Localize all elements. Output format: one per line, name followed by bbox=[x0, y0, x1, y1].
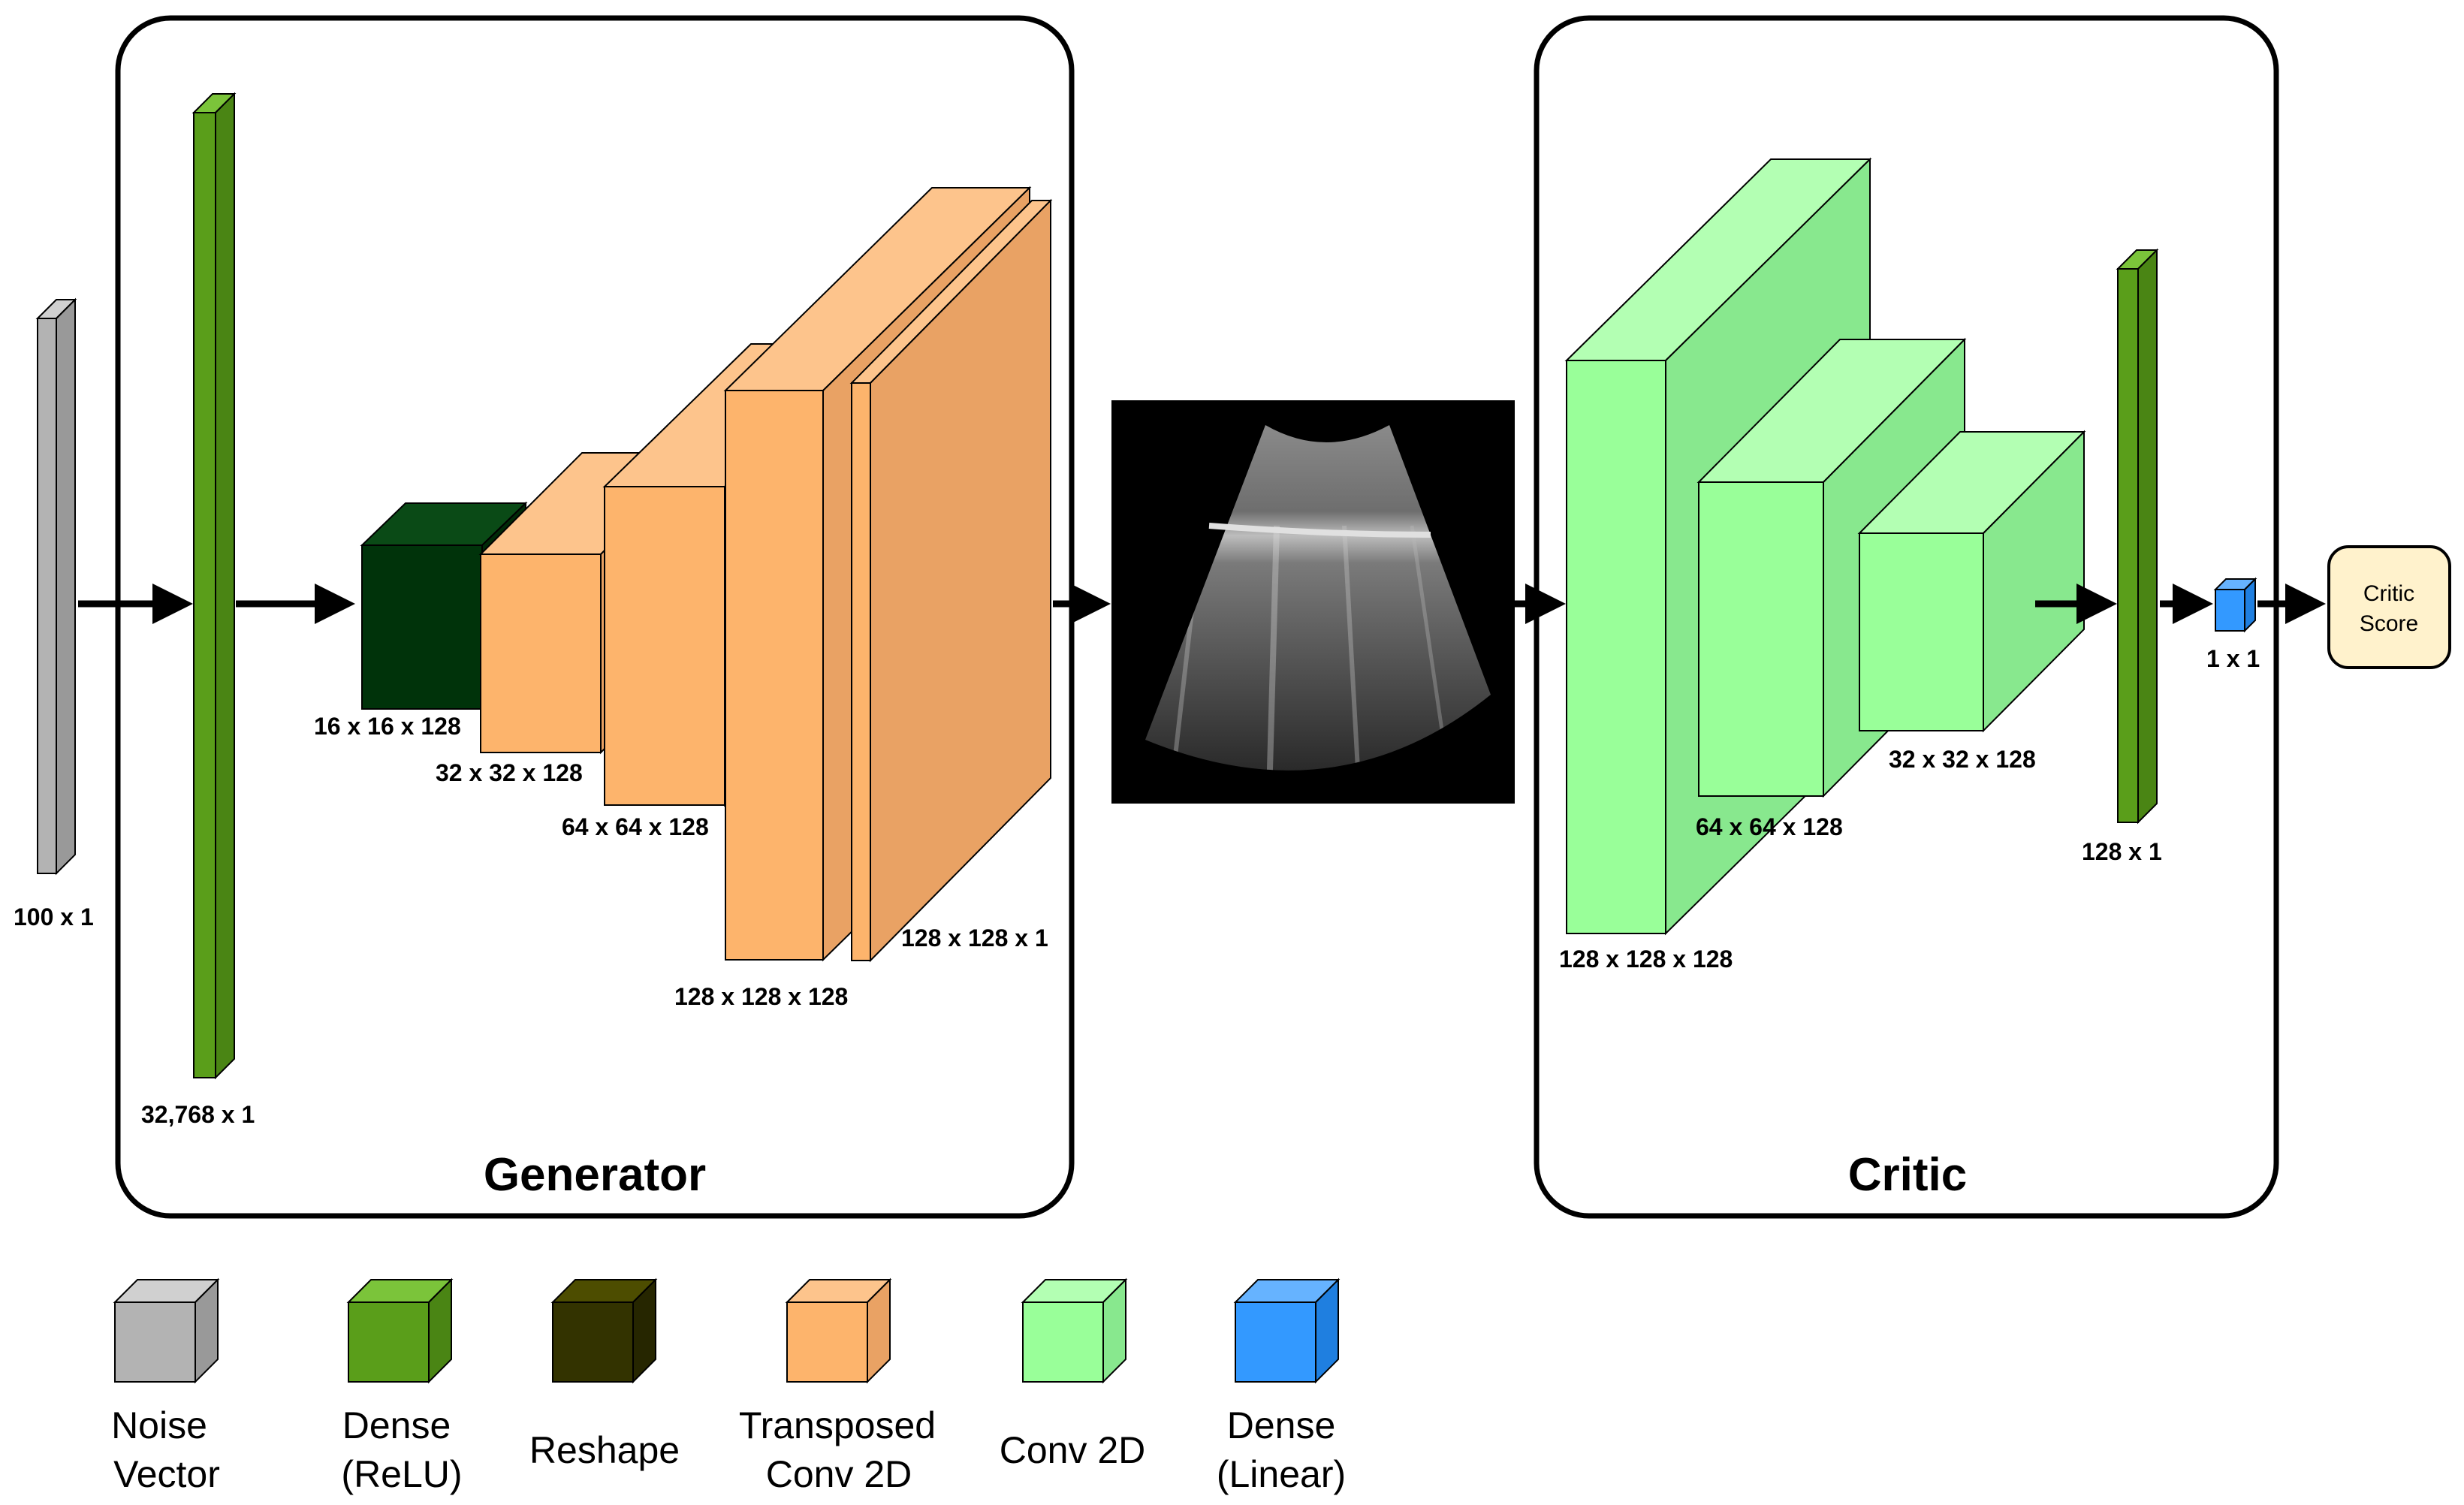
legend-dense-linear-line1: Dense bbox=[1227, 1404, 1336, 1446]
legend-dense-relu-line1: Dense bbox=[342, 1404, 451, 1446]
critic-score-line2: Score bbox=[2360, 611, 2418, 636]
generator-title: Generator bbox=[484, 1149, 706, 1201]
legend-dense-relu-line2: (ReLU) bbox=[341, 1453, 462, 1495]
critic-score-box bbox=[2327, 545, 2451, 669]
legend-reshape-swatch bbox=[550, 1277, 658, 1384]
legend-reshape-line1: Reshape bbox=[529, 1429, 680, 1471]
critic-score-line1: Critic bbox=[2363, 581, 2414, 606]
tconv1-dim-label: 32 x 32 x 128 bbox=[436, 759, 583, 786]
legend-noise-line1: Noise bbox=[111, 1404, 207, 1446]
generator-output-dim-label: 128 x 128 x 1 bbox=[901, 924, 1048, 952]
critic-linear-dim-label: 1 x 1 bbox=[2206, 645, 2260, 672]
tconv2-dim-label: 64 x 64 x 128 bbox=[562, 813, 709, 840]
critic-title: Critic bbox=[1848, 1149, 1967, 1201]
legend-dense-linear-swatch bbox=[1233, 1277, 1341, 1384]
noise-dim-label: 100 x 1 bbox=[14, 903, 94, 930]
legend-noise-swatch bbox=[113, 1277, 220, 1384]
legend-transposed-line1: Transposed bbox=[739, 1404, 936, 1446]
critic-conv3-block bbox=[1857, 430, 2086, 733]
critic-linear-block bbox=[2213, 577, 2257, 633]
legend-noise-line2: Vector bbox=[113, 1453, 220, 1495]
noise-vector-block bbox=[35, 297, 77, 876]
reshape-dim-label: 16 x 16 x 128 bbox=[314, 713, 461, 740]
legend-conv-line1: Conv 2D bbox=[1000, 1429, 1146, 1471]
tconv3-dim-label: 128 x 128 x 128 bbox=[674, 983, 848, 1010]
critic-dense-block bbox=[2116, 248, 2159, 825]
critic-conv1-dim-label: 128 x 128 x 128 bbox=[1559, 946, 1733, 973]
critic-conv2-dim-label: 64 x 64 x 128 bbox=[1696, 813, 1843, 840]
generator-output-block bbox=[849, 198, 1053, 963]
legend-dense-relu-swatch bbox=[346, 1277, 454, 1384]
legend-transposed-swatch bbox=[785, 1277, 892, 1384]
generator-dense-dim-label: 32,768 x 1 bbox=[141, 1101, 255, 1128]
legend-transposed-line2: Conv 2D bbox=[766, 1453, 912, 1495]
legend-conv-swatch bbox=[1021, 1277, 1128, 1384]
generator-dense-block bbox=[192, 92, 237, 1080]
critic-dense-dim-label: 128 x 1 bbox=[2082, 838, 2162, 865]
legend: Noise Vector Dense (ReLU) Reshape Transp… bbox=[111, 1277, 1346, 1495]
legend-dense-linear-line2: (Linear) bbox=[1217, 1453, 1346, 1495]
ultrasound-image bbox=[1111, 400, 1515, 804]
critic-conv3-dim-label: 32 x 32 x 128 bbox=[1889, 746, 2036, 773]
